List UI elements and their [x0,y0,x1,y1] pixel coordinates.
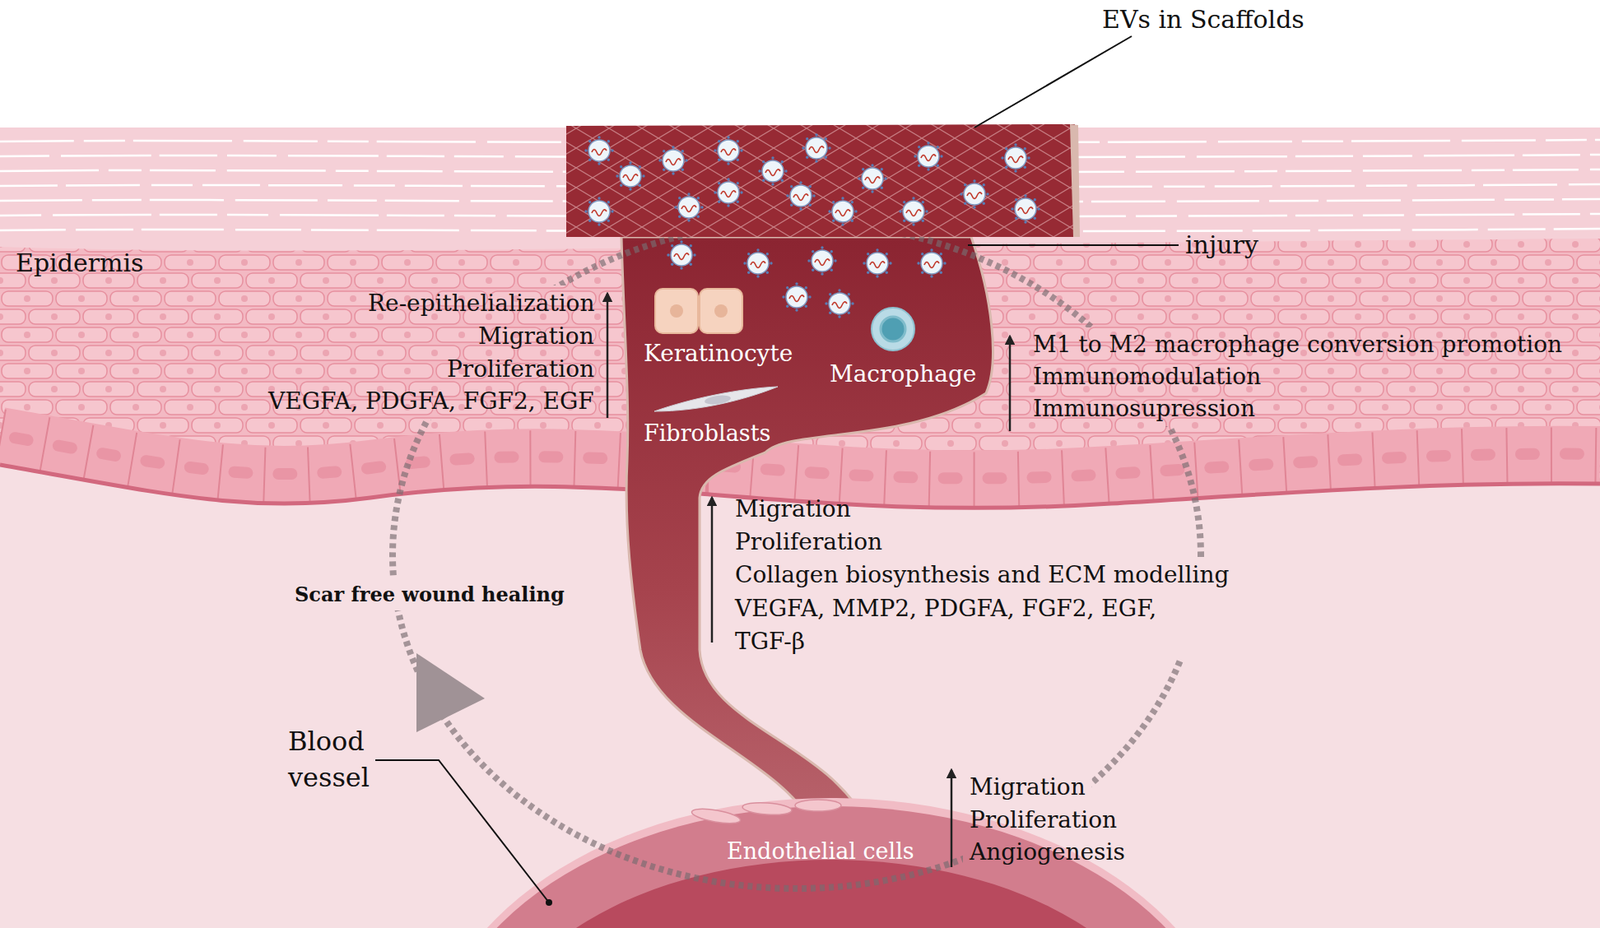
effect-label: Proliferation [969,804,1117,838]
extracellular-vesicles [801,133,831,163]
extracellular-vesicles [827,196,857,226]
extracellular-vesicles [781,282,811,312]
macrophage-cell [871,307,915,351]
extracellular-vesicles [674,192,703,222]
keratinocyte-cells [655,288,743,334]
endothelial-cells [742,801,793,817]
leader-line [375,36,1179,903]
extracellular-vesicles [743,248,773,278]
healing-cycle [392,222,1201,889]
basal-layer [0,435,1600,479]
leader-line [375,760,549,903]
extracellular-vesicles [898,196,928,226]
increase-arrow [606,293,610,419]
fibroblast-cell [703,394,731,406]
extracellular-vesicles [959,179,989,209]
callout-label: Blood vessel [288,723,405,796]
extracellular-vesicles [713,135,743,165]
extracellular-vesicles [666,240,696,270]
blood-vessel [485,860,1177,928]
effect-label: Collagen biosynthesis and ECM modelling [734,558,1229,592]
keratinocyte-cells [714,304,728,318]
scaffold [1069,124,1080,238]
effect-label: Migration [478,320,595,354]
extracellular-vesicles [615,161,645,191]
extracellular-vesicles [1010,194,1040,224]
extracellular-vesicles [713,177,743,207]
macrophage-cell [871,307,915,351]
callout-label: EVs in Scaffolds [1102,4,1305,35]
increase-arrow [711,497,714,643]
extracellular-vesicles [786,181,815,210]
leader-line [967,244,1179,247]
keratinocyte-cells [699,288,743,334]
extracellular-vesicles [807,246,837,275]
cell-label: Endothelial cells [726,837,915,866]
scaffold [566,124,1080,238]
effect-label: Immunomodulation [1032,361,1261,393]
blood-vessel [427,798,1235,928]
cell-label: Keratinocyte [643,339,793,369]
leader-line [974,36,1132,128]
effect-label: M1 to M2 macrophage conversion promotion [1032,329,1563,361]
extracellular-vesicles [584,133,1040,318]
increase-arrow [1009,336,1012,432]
healing-cycle [392,222,1201,889]
endothelial-cells [795,800,842,812]
keratinocyte-cells [669,304,684,318]
basal-layer [0,435,1600,480]
extracellular-vesicles [913,141,943,171]
background [0,0,1600,132]
effect-label: VEGFA, MMP2, PDGFA, FGF2, EGF, TGF-β [734,592,1200,659]
extracellular-vesicles [584,196,614,226]
effect-label: Re-epithelialization [367,287,595,321]
extracellular-vesicles [584,135,614,165]
keratinocyte-cells [655,288,698,334]
blood-vessel [427,798,1235,928]
effect-label: Immunosupression [1032,393,1256,425]
effect-label: VEGFA, PDGFA, FGF2, EGF [268,385,595,419]
effect-label: Migration [734,493,852,526]
fibroblast-cell [654,386,778,412]
endothelial-cells [690,806,742,827]
extracellular-vesicles [862,248,892,278]
increase-arrow [950,770,954,868]
scaffold [566,124,1077,238]
extracellular-vesicles [658,145,688,175]
effect-label: Proliferation [734,525,883,559]
extracellular-vesicles [857,163,887,193]
callout-label: injury [1185,230,1259,261]
region-label: Epidermis [15,248,144,279]
effect-label: Angiogenesis [969,836,1126,870]
extracellular-vesicles [824,288,854,318]
healing-cycle [416,653,485,733]
cycle-label: Scar free wound healing [294,581,565,610]
fibroblast-cell [654,386,778,412]
endothelial-cells [690,800,842,827]
leader-dot [545,899,553,907]
macrophage-cell [880,316,906,342]
extracellular-vesicles [1000,143,1030,173]
cell-label: Macrophage [829,359,977,390]
effect-label: Proliferation [446,353,595,387]
effect-label: Migration [969,771,1086,805]
wound-channel [621,237,993,822]
extracellular-vesicles [758,156,787,186]
cell-label: Fibroblasts [643,419,771,448]
extracellular-vesicles [916,248,946,278]
